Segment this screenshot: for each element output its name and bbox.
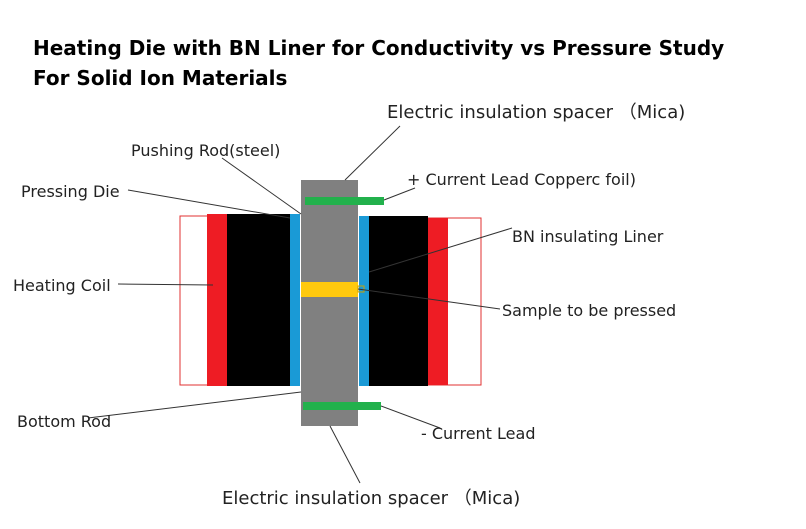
leader-plus-lead — [383, 187, 416, 201]
label-plus-lead: + Current Lead Copperc foil) — [407, 170, 636, 189]
right-heating-coil — [428, 218, 448, 385]
pushing-rod — [301, 180, 358, 282]
diagram-title-line-2: For Solid Ion Materials — [33, 66, 288, 90]
label-sample: Sample to be pressed — [502, 301, 676, 320]
label-pushing-rod: Pushing Rod(steel) — [131, 141, 280, 160]
label-minus-lead: - Current Lead — [421, 424, 535, 443]
bn-liner-right — [359, 216, 369, 386]
label-bottom-spacer: Electric insulation spacer （Mica) — [222, 488, 520, 509]
pressing-die-left — [227, 214, 290, 386]
leader-pushing-rod — [221, 157, 302, 215]
leader-heating-coil — [117, 283, 214, 286]
plus-current-lead — [305, 197, 384, 205]
leader-top-spacer — [344, 125, 401, 181]
bn-liner-left — [290, 214, 300, 386]
label-bn-liner: BN insulating Liner — [512, 227, 664, 246]
leader-bn-liner — [368, 227, 513, 273]
label-heating-coil: Heating Coil — [13, 276, 111, 295]
sample — [301, 282, 358, 297]
leader-pressing-die — [127, 189, 291, 219]
label-pressing-die: Pressing Die — [21, 182, 120, 201]
pressing-die-right — [369, 216, 428, 386]
diagram-title-line-1: Heating Die with BN Liner for Conductivi… — [33, 36, 725, 60]
leader-bottom-rod — [87, 391, 302, 419]
leader-bottom-spacer — [329, 425, 361, 484]
leader-sample — [357, 288, 501, 310]
label-bottom-rod: Bottom Rod — [17, 412, 111, 431]
label-top-spacer: Electric insulation spacer （Mica) — [387, 102, 685, 123]
minus-current-lead — [303, 402, 381, 410]
leader-minus-lead — [380, 405, 441, 429]
left-heating-coil — [207, 214, 227, 386]
